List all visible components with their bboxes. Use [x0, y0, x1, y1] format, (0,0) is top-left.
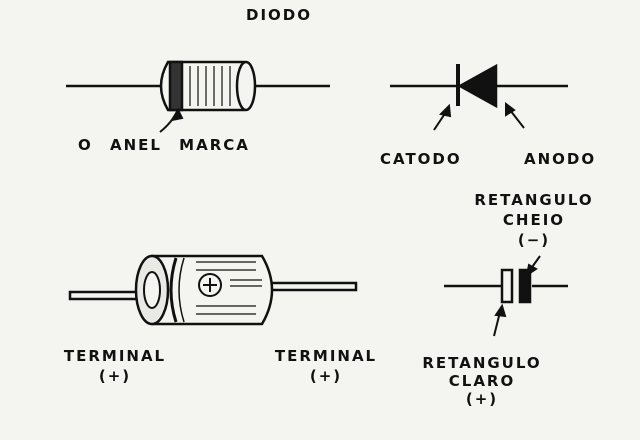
filled-rect-line2: CHEIO	[502, 211, 566, 229]
diode-texture	[189, 66, 231, 106]
cathode-label: CATODO	[380, 150, 462, 168]
light-rectangle-label: RETANGULO CLARO (+)	[422, 354, 542, 408]
light-rect-sign: (+)	[465, 390, 499, 408]
terminal-left-sign: (+)	[98, 367, 132, 385]
diode-component	[66, 60, 330, 112]
capacitor-symbol-filled-rect	[518, 268, 532, 304]
anode-label: ANODO	[524, 150, 597, 168]
anode-pointer-arrow	[505, 102, 525, 129]
diode-title: DIODO	[246, 6, 312, 24]
capacitor-lead-right	[268, 281, 358, 292]
cathode-pointer-arrow	[433, 103, 452, 131]
filled-rect-sign: (−)	[517, 231, 551, 249]
terminal-left-text: TERMINAL	[63, 347, 167, 365]
capacitor-symbol-light-rect	[500, 268, 514, 304]
ring-pointer-arrow	[159, 107, 184, 133]
filled-rectangle-label: RETANGULO CHEIO (−)	[474, 190, 594, 250]
diode-end-cap	[235, 60, 257, 112]
light-rect-line1: RETANGULO	[422, 354, 542, 372]
ring-marking-label: O ANEL MARCA	[78, 136, 250, 154]
terminal-left-label: TERMINAL (+)	[60, 346, 170, 386]
terminal-right-text: TERMINAL	[274, 347, 378, 365]
diode-ring-band	[168, 60, 184, 112]
filled-rect-line1: RETANGULO	[474, 191, 594, 209]
capacitor-component	[68, 254, 358, 326]
light-rect-line2: CLARO	[448, 372, 516, 390]
terminal-right-sign: (+)	[309, 367, 343, 385]
capacitor-symbol	[444, 268, 568, 304]
diode-symbol-triangle	[457, 63, 498, 109]
capacitor-groove	[169, 257, 178, 323]
filled-rect-pointer-arrow	[525, 255, 541, 278]
terminal-right-label: TERMINAL (+)	[266, 346, 386, 386]
diode-symbol	[390, 63, 568, 109]
light-rect-pointer-arrow	[493, 303, 507, 337]
